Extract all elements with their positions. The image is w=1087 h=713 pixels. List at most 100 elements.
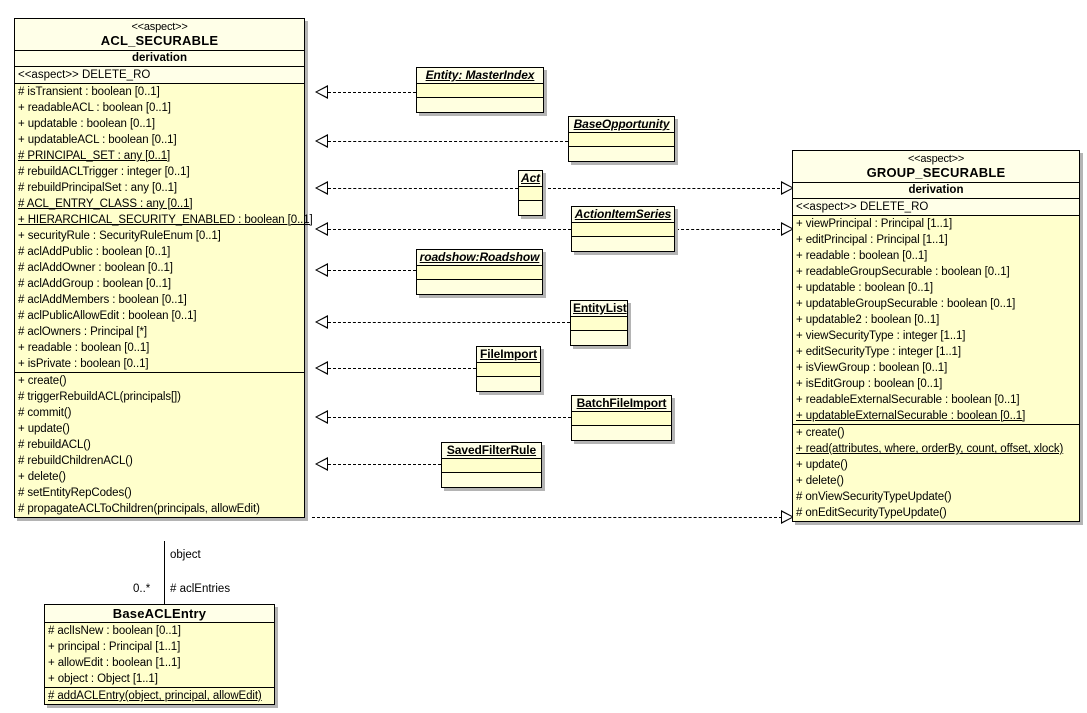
class-fileimport[interactable]: FileImport	[476, 346, 541, 392]
class-entitylist-header: EntityList	[571, 301, 627, 317]
realization-arrowhead-act-right	[781, 181, 794, 195]
class-feature: + editSecurityType : integer [1..1]	[796, 346, 961, 358]
class-entitylist-attributes	[571, 317, 627, 331]
class-baseopportunity[interactable]: BaseOpportunity	[568, 116, 675, 162]
class-group-securable-name: GROUP_SECURABLE	[866, 165, 1006, 180]
class-fileimport-attributes	[477, 363, 540, 377]
class-feature: + delete()	[18, 471, 66, 483]
class-roadshow[interactable]: roadshow:Roadshow	[416, 249, 543, 295]
class-act-name: Act	[521, 171, 541, 185]
class-baseopportunity-name: BaseOpportunity	[573, 117, 670, 131]
class-feature: + create()	[796, 427, 845, 439]
association-line-aclentries	[164, 541, 165, 605]
class-baseopportunity-attributes	[569, 133, 674, 147]
realization-arrowhead-actionitemseries-right	[781, 222, 794, 236]
class-act[interactable]: Act	[518, 170, 543, 216]
class-feature: # rebuildACL()	[18, 439, 91, 451]
class-feature: + readable : boolean [0..1]	[796, 250, 928, 262]
class-actionitemseries-operations	[572, 237, 674, 251]
class-acl-securable-name: ACL_SECURABLE	[100, 33, 219, 48]
class-savedfilterrule-header: SavedFilterRule	[442, 443, 541, 459]
class-batchfileimport[interactable]: BatchFileImport	[571, 395, 672, 441]
class-entitylist[interactable]: EntityList	[570, 300, 628, 346]
class-acl-securable-aspect-delete: <<aspect>> DELETE_RO	[15, 67, 304, 84]
class-group-securable-stereotype: <<aspect>>	[907, 153, 965, 165]
realization-line-fileimport	[328, 368, 476, 369]
class-entity-masterindex-attributes	[417, 84, 543, 98]
class-acl-securable-attributes: # isTransient : boolean [0..1]+ readable…	[15, 84, 313, 372]
class-feature: + readableACL : boolean [0..1]	[18, 102, 171, 114]
class-fileimport-operations	[477, 377, 540, 391]
class-feature: # aclAddPublic : boolean [0..1]	[18, 246, 171, 258]
class-entity-masterindex[interactable]: Entity: MasterIndex	[416, 67, 544, 113]
class-feature: # aclPublicAllowEdit : boolean [0..1]	[18, 310, 197, 322]
class-entity-masterindex-name: Entity: MasterIndex	[425, 68, 535, 82]
class-feature: + read(attributes, where, orderBy, count…	[796, 443, 1064, 455]
realization-arrowhead-roadshow	[315, 263, 328, 277]
class-roadshow-operations	[417, 280, 542, 294]
class-roadshow-attributes	[417, 266, 542, 280]
class-group-securable-aspect-delete: <<aspect>> DELETE_RO	[793, 199, 1079, 216]
realization-arrowhead-masterindex	[315, 85, 328, 99]
class-feature: + object : Object [1..1]	[48, 673, 158, 685]
class-feature: + isViewGroup : boolean [0..1]	[796, 362, 948, 374]
class-feature: + isEditGroup : boolean [0..1]	[796, 378, 943, 390]
class-feature: + allowEdit : boolean [1..1]	[48, 657, 181, 669]
class-actionitemseries[interactable]: ActionItemSeries	[571, 206, 675, 252]
realization-arrowhead-act-left	[315, 181, 328, 195]
class-feature: + updatableACL : boolean [0..1]	[18, 134, 177, 146]
class-savedfilterrule-operations	[442, 473, 541, 487]
realization-line-actionitemseries-left	[328, 229, 571, 230]
class-roadshow-header: roadshow:Roadshow	[417, 250, 542, 266]
class-feature: + updatableExternalSecurable : boolean […	[796, 410, 1026, 422]
class-feature: # aclAddMembers : boolean [0..1]	[18, 294, 187, 306]
realization-arrowhead-batchfileimport	[315, 410, 328, 424]
realization-arrowhead-fileimport	[315, 361, 328, 375]
class-actionitemseries-header: ActionItemSeries	[572, 207, 674, 223]
class-fileimport-name: FileImport	[479, 347, 537, 361]
class-feature: + principal : Principal [1..1]	[48, 641, 181, 653]
class-group-securable[interactable]: <<aspect>> GROUP_SECURABLE derivation <<…	[792, 150, 1080, 522]
class-feature: + update()	[18, 423, 70, 435]
association-role-object: object	[170, 549, 201, 561]
class-base-acl-entry[interactable]: BaseACLEntry # aclIsNew : boolean [0..1]…	[44, 604, 275, 705]
class-base-acl-entry-operations: # addACLEntry(object, principal, allowEd…	[45, 687, 274, 704]
class-feature: + updatable : boolean [0..1]	[18, 118, 155, 130]
class-acl-securable-operations: + create()# triggerRebuildACL(principals…	[15, 372, 304, 517]
realization-arrowhead-entitylist	[315, 315, 328, 329]
class-base-acl-entry-header: BaseACLEntry	[45, 605, 274, 623]
class-entitylist-name: EntityList	[573, 301, 627, 315]
class-base-acl-entry-name: BaseACLEntry	[112, 606, 207, 621]
class-acl-securable-stereotype: <<aspect>>	[131, 21, 188, 33]
class-batchfileimport-operations	[572, 426, 671, 440]
class-acl-securable-derivation: derivation	[15, 51, 304, 67]
realization-line-masterindex	[328, 92, 416, 93]
class-batchfileimport-name: BatchFileImport	[576, 396, 667, 410]
class-batchfileimport-header: BatchFileImport	[572, 396, 671, 412]
class-feature: + updatable : boolean [0..1]	[796, 282, 933, 294]
class-feature: + HIERARCHICAL_SECURITY_ENABLED : boolea…	[18, 214, 313, 226]
class-group-securable-derivation: derivation	[793, 183, 1079, 199]
class-feature: # rebuildACLTrigger : integer [0..1]	[18, 166, 190, 178]
class-group-securable-attributes: + viewPrincipal : Principal [1..1]+ edit…	[793, 216, 1079, 424]
class-feature: + update()	[796, 459, 848, 471]
class-feature: + updatableGroupSecurable : boolean [0..…	[796, 298, 1016, 310]
realization-line-entitylist	[328, 322, 570, 323]
realization-line-act-left	[328, 188, 518, 189]
class-feature: # commit()	[18, 407, 72, 419]
class-savedfilterrule[interactable]: SavedFilterRule	[441, 442, 542, 488]
realization-line-act-right	[548, 188, 780, 189]
dependency-arrowhead-acl-to-group	[781, 510, 794, 524]
class-group-securable-operations: + create() + read(attributes, where, orde…	[793, 424, 1079, 521]
association-multiplicity: 0..*	[133, 583, 151, 595]
realization-line-roadshow	[328, 270, 416, 271]
dependency-line-acl-to-group	[312, 517, 782, 518]
class-feature: + readable : boolean [0..1]	[18, 342, 150, 354]
class-entitylist-operations	[571, 331, 627, 345]
class-feature: + readableGroupSecurable : boolean [0..1…	[796, 266, 1010, 278]
class-acl-securable[interactable]: <<aspect>> ACL_SECURABLE derivation <<as…	[14, 18, 313, 518]
class-entity-masterindex-operations	[417, 98, 543, 112]
class-base-acl-entry-attributes: # aclIsNew : boolean [0..1]+ principal :…	[45, 623, 274, 687]
class-feature: # propagateACLToChildren(principals, all…	[18, 503, 260, 515]
class-feature: # rebuildPrincipalSet : any [0..1]	[18, 182, 177, 194]
